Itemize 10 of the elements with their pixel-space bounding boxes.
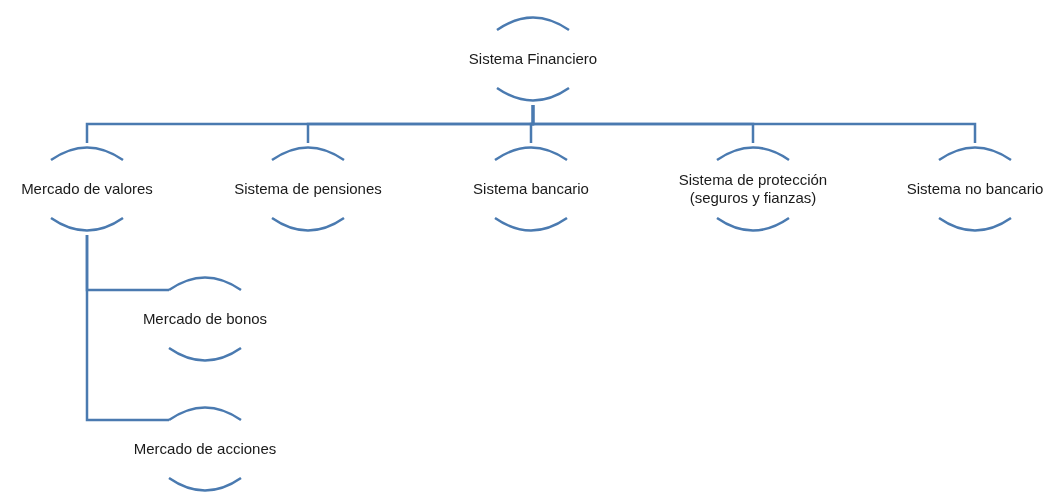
node-label: Mercado de valores [21, 180, 153, 198]
connector-line [85, 235, 169, 422]
node-label: Sistema de protección (seguros y fianzas) [677, 171, 829, 207]
node-label: Mercado de acciones [133, 440, 277, 458]
node-label: Sistema Financiero [468, 50, 598, 68]
connector-line [531, 105, 977, 143]
node-label: Mercado de bonos [142, 310, 268, 328]
node-label: Sistema de pensiones [234, 180, 382, 198]
node-label: Sistema no bancario [906, 180, 1044, 198]
node-label: Sistema bancario [473, 180, 589, 198]
